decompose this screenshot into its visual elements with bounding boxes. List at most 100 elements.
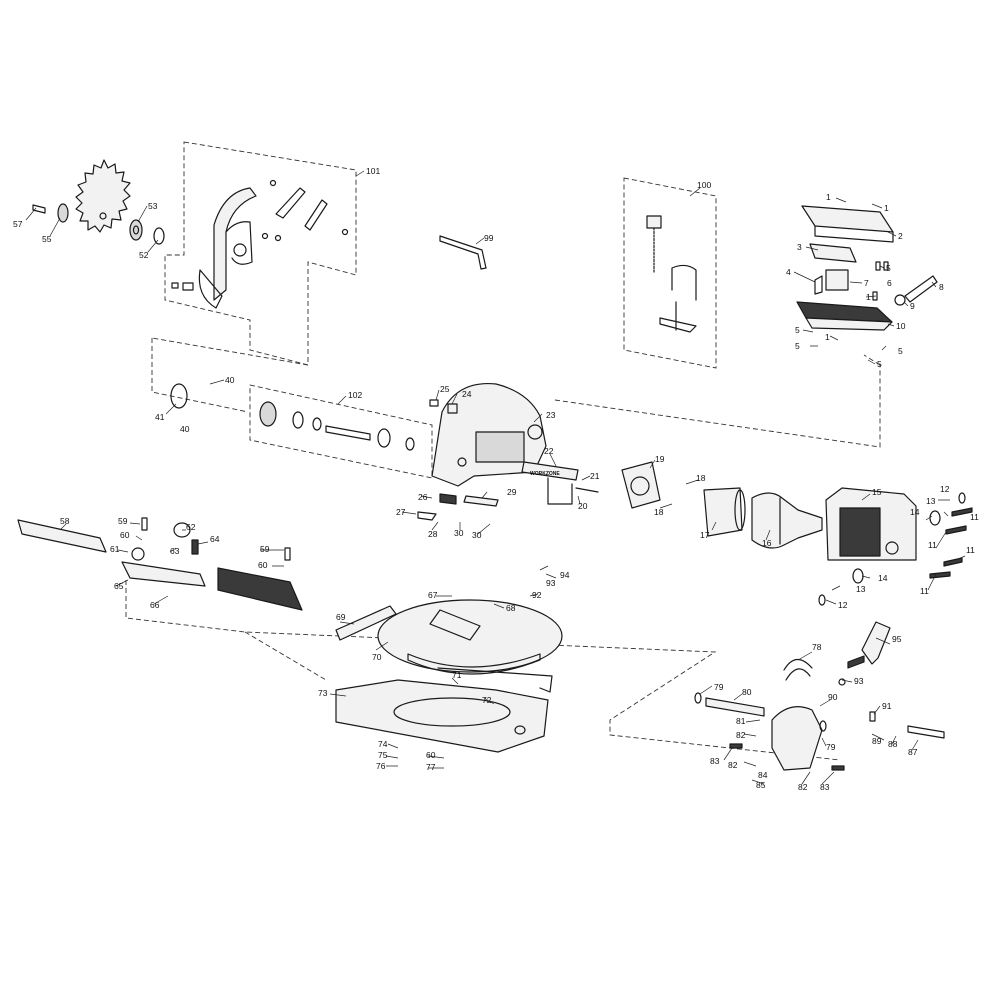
pivot-bracket [771,658,823,771]
callout-30a: 30 [454,528,464,538]
callout-5c: 5 [795,341,800,351]
callout-83a: 83 [710,756,720,766]
callout-17: 17 [700,530,710,540]
group-box-102 [249,384,433,479]
callout-1a: 1 [826,192,831,202]
callout-14a: 14 [910,507,920,517]
callout-60b: 60 [258,560,268,570]
callout-83b: 83 [820,782,830,792]
callout-11a: 11 [970,512,979,522]
callout-82c: 82 [798,782,808,792]
callout-28: 28 [428,529,438,539]
callout-87: 87 [908,747,918,757]
arbor-shaft-assembly [170,383,415,451]
callout-12a: 12 [940,484,950,494]
callout-5b: 5 [795,325,800,335]
base [335,679,549,753]
callout-22: 22 [544,446,554,456]
callout-5d: 5 [898,346,903,356]
motor-baffle [621,461,661,509]
callout-90: 90 [828,692,838,702]
blade-flange-and-washers [32,203,165,245]
callout-73: 73 [318,688,328,698]
callout-99: 99 [484,233,494,243]
callout-16: 16 [762,538,772,548]
callout-59a: 59 [118,516,128,526]
saw-blade [75,159,131,233]
callout-41: 41 [155,412,165,422]
callout-40b: 40 [180,424,190,434]
brand-mark: WORKZONE [530,471,560,477]
callout-27: 27 [396,507,406,517]
callout-6: 6 [887,278,892,288]
callout-82b: 82 [728,760,738,770]
callout-101: 101 [366,166,380,176]
fence-assembly [121,517,303,611]
callout-71: 71 [452,670,462,680]
callout-20: 20 [578,501,588,511]
callout-23: 23 [546,410,556,420]
callout-62: 62 [186,522,196,532]
callout-102: 102 [348,390,362,400]
group-box-100 [623,177,717,369]
callout-76: 76 [376,761,386,771]
callout-11d: 11 [920,586,929,596]
callout-4: 4 [786,267,791,277]
callout-9: 9 [910,301,915,311]
motor-stator [703,487,746,537]
callout-labels: 57 55 53 52 101 99 100 1 1 2 3 4 5 7 6 8… [13,166,979,792]
handle-housing-lower [796,301,893,331]
callout-13b: 13 [856,584,866,594]
callout-80: 80 [742,687,752,697]
callout-64: 64 [210,534,220,544]
callout-58: 58 [60,516,70,526]
callout-60c: 60 [426,750,436,760]
callout-1d: 1 [825,332,830,342]
callout-1b: 1 [884,203,889,213]
callout-61: 61 [110,544,120,554]
callout-79b: 79 [826,742,836,752]
callout-75: 75 [378,750,388,760]
callout-93a: 93 [546,578,556,588]
motor-brush-parts [818,492,973,606]
callout-8: 8 [939,282,944,292]
callout-5e: 5 [877,359,882,369]
callout-26: 26 [418,492,428,502]
switch-parts [809,243,938,306]
callout-77: 77 [426,762,436,772]
rotating-table [335,599,563,675]
callout-94: 94 [560,570,570,580]
motor-housing [825,487,917,561]
handle-plate: WORKZONE [521,461,579,505]
pivot-small-parts [694,655,945,771]
callout-70: 70 [372,652,382,662]
callout-7: 7 [864,278,869,288]
group-box-101 [164,141,357,366]
callout-63: 63 [170,546,180,556]
callout-91: 91 [882,701,892,711]
callout-81: 81 [736,716,746,726]
callout-68: 68 [506,603,516,613]
callout-67: 67 [428,590,438,600]
callout-78: 78 [812,642,822,652]
blade-guard [198,187,257,309]
bevel-lock-rod [437,667,553,693]
handle-cover-upper [801,205,894,243]
callout-65: 65 [114,581,124,591]
assembly-boundary-lower [125,580,841,761]
callout-19: 19 [655,454,665,464]
callout-24: 24 [462,389,472,399]
callout-66: 66 [150,600,160,610]
callout-18b: 18 [654,507,664,517]
callout-18a: 18 [696,473,706,483]
leader-lines [25,170,966,785]
callout-85: 85 [756,780,766,790]
callout-59b: 59 [260,544,270,554]
callout-14b: 14 [878,573,888,583]
callout-40a: 40 [225,375,235,385]
callout-100: 100 [697,180,711,190]
motor-armature [751,492,823,549]
callout-82a: 82 [736,730,746,740]
